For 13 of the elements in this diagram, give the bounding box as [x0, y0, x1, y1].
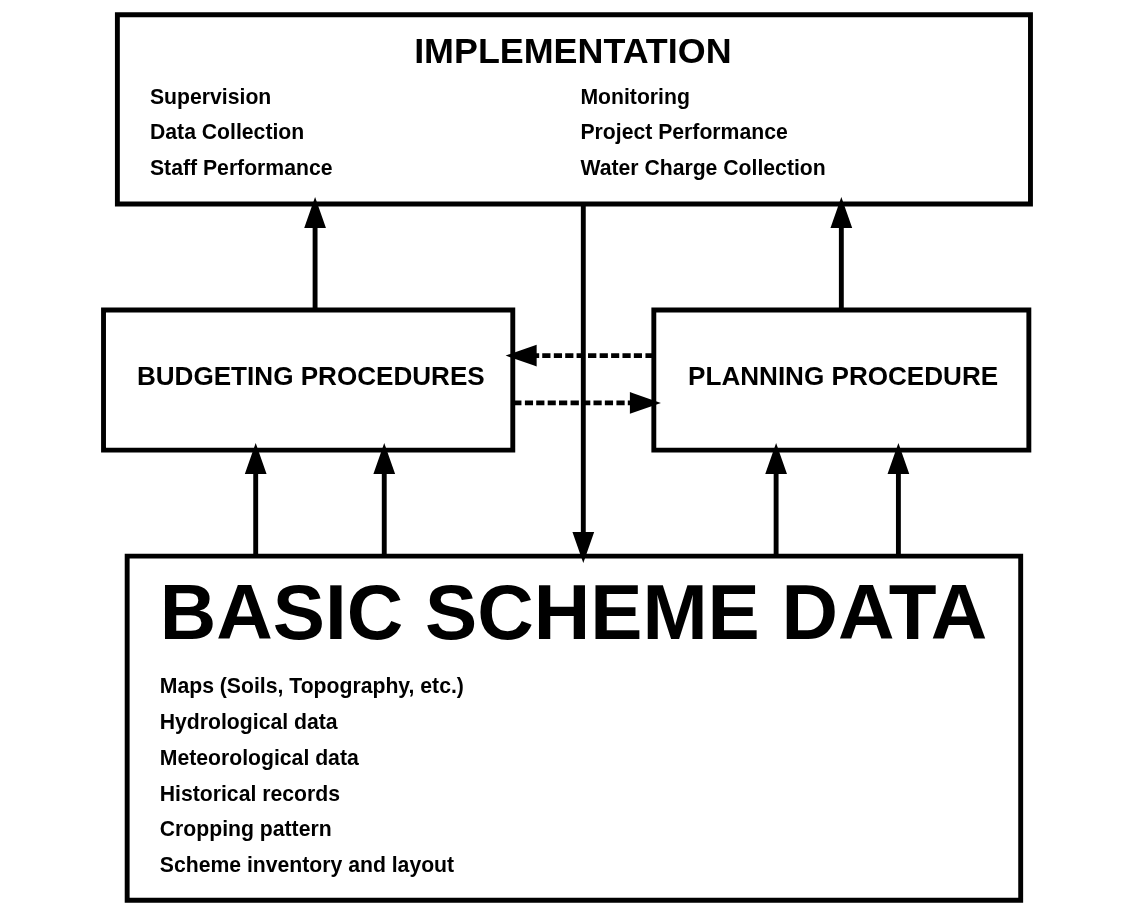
arrow	[244, 442, 267, 556]
arrow	[572, 204, 595, 564]
node-box: BUDGETING PROCEDURES	[101, 307, 516, 453]
arrow	[830, 197, 853, 310]
arrow	[887, 442, 910, 556]
arrow	[304, 197, 326, 310]
node-box: PLANNING PROCEDURE	[651, 307, 1032, 453]
arrow	[513, 392, 661, 414]
arrow	[765, 442, 787, 556]
arrow	[373, 442, 396, 556]
arrow	[505, 344, 654, 367]
node-box: BASIC SCHEME DATA Maps (Soils, Topography, etc.) Hydrological data Meteorological data Historical records Cropping pattern Scheme inventory and layout	[124, 553, 1024, 903]
node-box: IMPLEMENTATION Supervision Monitoring Data Collection Project Performance Staff Performance Water Charge Collection	[114, 12, 1033, 207]
